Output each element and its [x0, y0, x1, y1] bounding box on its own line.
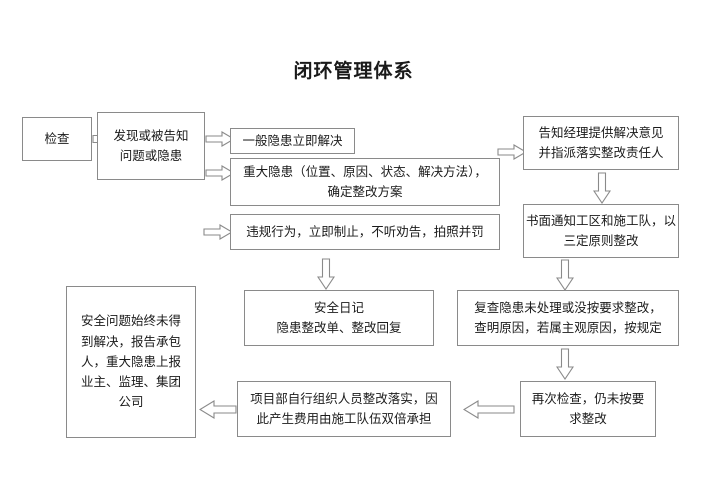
- node-self-rectify-line2: 此产生费用由施工队伍双倍承担: [256, 411, 432, 426]
- arrow-recheck-unresolved-to-recheck-again: [556, 348, 574, 380]
- node-inspection[interactable]: 检查: [22, 117, 92, 161]
- node-self-rectify-line1: 项目部自行组织人员整改落实，因: [250, 390, 438, 406]
- arrow-self-rectify-to-unresolved-report: [199, 400, 237, 419]
- node-major-hazard[interactable]: 重大隐患（位置、原因、状态、解决方法）， 确定整改方案: [230, 158, 500, 206]
- arrow-discovery-to-minor-hazard: [205, 131, 235, 147]
- page-title: 闭环管理体系: [293, 60, 414, 82]
- node-recheck-again-line2: 求整改: [569, 411, 607, 426]
- node-violation-label: 违规行为，立即制止，不听劝告，拍照并罚: [246, 223, 484, 239]
- node-written-notice[interactable]: 书面通知工区和施工队，以 三定原则整改: [523, 204, 679, 258]
- node-notify-manager[interactable]: 告知经理提供解决意见 并指派落实整改责任人: [523, 116, 679, 170]
- node-recheck-again[interactable]: 再次检查，仍未按要 求整改: [520, 381, 656, 437]
- arrow-discovery-to-major-hazard: [205, 165, 235, 181]
- arrow-notify-manager-to-written-notice: [593, 172, 611, 204]
- node-notify-manager-line1: 告知经理提供解决意见: [538, 124, 664, 140]
- node-unresolved-report[interactable]: 安全问题始终未得 到解决，报告承包 人，重大隐患上报 业主、监理、集团 公司: [66, 286, 196, 438]
- node-minor-hazard-label: 一般隐患立即解决: [242, 132, 343, 148]
- node-discovery[interactable]: 发现或被告知 问题或隐患: [97, 112, 205, 180]
- node-minor-hazard[interactable]: 一般隐患立即解决: [230, 128, 355, 154]
- arrow-to-violation: [203, 224, 233, 240]
- arrow-major-hazard-to-notify-manager: [497, 144, 527, 160]
- node-major-hazard-line1: 重大隐患（位置、原因、状态、解决方法），: [243, 163, 487, 179]
- node-safety-diary[interactable]: 安全日记 隐患整改单、整改回复: [244, 290, 434, 346]
- node-safety-diary-line2: 隐患整改单、整改回复: [276, 320, 402, 335]
- node-unresolved-report-line2: 到解决，报告承包: [80, 333, 181, 349]
- arrow-violation-to-safety-diary: [317, 258, 335, 290]
- node-inspection-label: 检查: [44, 130, 70, 146]
- node-unresolved-report-line5: 公司: [118, 394, 144, 410]
- node-unresolved-report-line1: 安全问题始终未得: [80, 313, 181, 329]
- node-discovery-line1: 发现或被告知: [113, 127, 189, 143]
- node-recheck-unresolved[interactable]: 复查隐患未处理或没按要求整改， 查明原因，若属主观原因，按规定: [457, 290, 679, 346]
- node-written-notice-line1: 书面通知工区和施工队，以: [526, 212, 677, 228]
- node-self-rectify[interactable]: 项目部自行组织人员整改落实，因 此产生费用由施工队伍双倍承担: [237, 381, 451, 437]
- node-unresolved-report-line3: 人，重大隐患上报: [80, 353, 181, 369]
- node-major-hazard-line2: 确定整改方案: [327, 184, 403, 199]
- arrow-recheck-again-to-self-rectify: [463, 400, 515, 419]
- arrow-written-notice-to-recheck-unresolved: [556, 259, 574, 291]
- node-recheck-unresolved-line2: 查明原因，若属主观原因，按规定: [474, 320, 662, 335]
- node-violation[interactable]: 违规行为，立即制止，不听劝告，拍照并罚: [230, 214, 500, 250]
- node-notify-manager-line2: 并指派落实整改责任人: [538, 145, 664, 160]
- node-recheck-again-line1: 再次检查，仍未按要: [531, 390, 645, 406]
- node-safety-diary-line1: 安全日记: [313, 299, 364, 315]
- node-recheck-unresolved-line1: 复查隐患未处理或没按要求整改，: [474, 299, 662, 315]
- node-written-notice-line2: 三定原则整改: [563, 233, 639, 248]
- node-discovery-line2: 问题或隐患: [119, 148, 183, 163]
- node-unresolved-report-line4: 业主、监理、集团: [80, 374, 181, 390]
